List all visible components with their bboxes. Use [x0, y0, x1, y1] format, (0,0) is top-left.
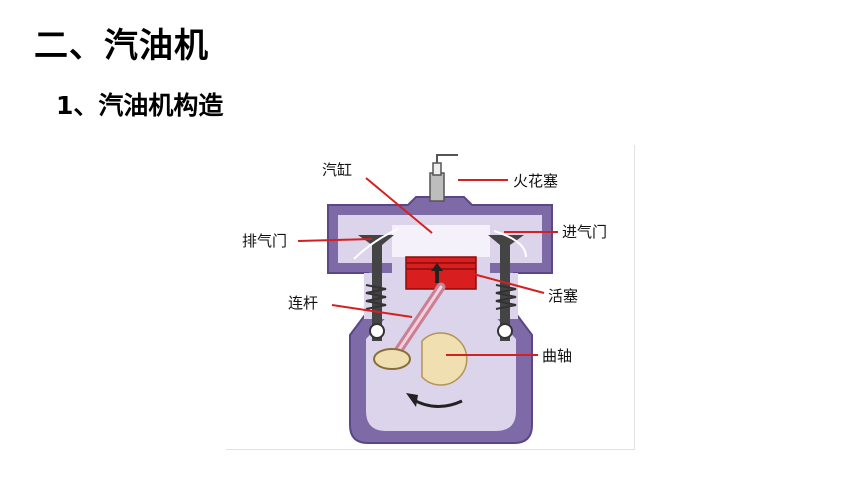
exhaust-rocker: [369, 323, 385, 339]
label-spark-plug: 火花塞: [513, 172, 558, 190]
crank-pin: [373, 348, 411, 370]
label-piston: 活塞: [548, 287, 578, 305]
intake-spring: [495, 284, 517, 310]
exhaust-valve-leader: [297, 238, 373, 242]
section-subtitle: 1、汽油机构造: [56, 91, 224, 120]
engine-diagram-svg: 汽缸 火花塞 排气门 进气门 连杆 活塞 曲轴: [242, 154, 607, 444]
spark-plug-wire: [436, 154, 458, 163]
spark-plug-tip: [432, 162, 442, 176]
label-cylinder: 汽缸: [322, 161, 352, 179]
crank-disk: [421, 332, 468, 386]
cylinder-leader: [365, 177, 433, 234]
label-exhaust-valve: 排气门: [242, 232, 287, 250]
spark-plug-body: [429, 172, 445, 202]
cylinder-cavity: [338, 215, 542, 431]
page-title: 二、汽油机: [34, 26, 209, 66]
combustion-chamber: [392, 225, 490, 257]
piston-arrow: [431, 263, 443, 283]
exhaust-spring: [365, 284, 387, 310]
engine-diagram: 汽缸 火花塞 排气门 进气门 连杆 活塞 曲轴: [226, 145, 635, 450]
label-crankshaft: 曲轴: [542, 347, 572, 365]
connecting-rod-leader: [331, 304, 413, 318]
label-connecting-rod: 连杆: [288, 294, 318, 312]
piston-leader: [461, 270, 545, 294]
intake-rocker: [497, 323, 513, 339]
label-intake-valve: 进气门: [562, 223, 607, 241]
connecting-rod-inner: [392, 285, 443, 359]
exhaust-flow-arrow: [353, 228, 399, 260]
intake-flow-arrow: [493, 230, 527, 258]
rotation-arrow-head: [406, 393, 418, 407]
